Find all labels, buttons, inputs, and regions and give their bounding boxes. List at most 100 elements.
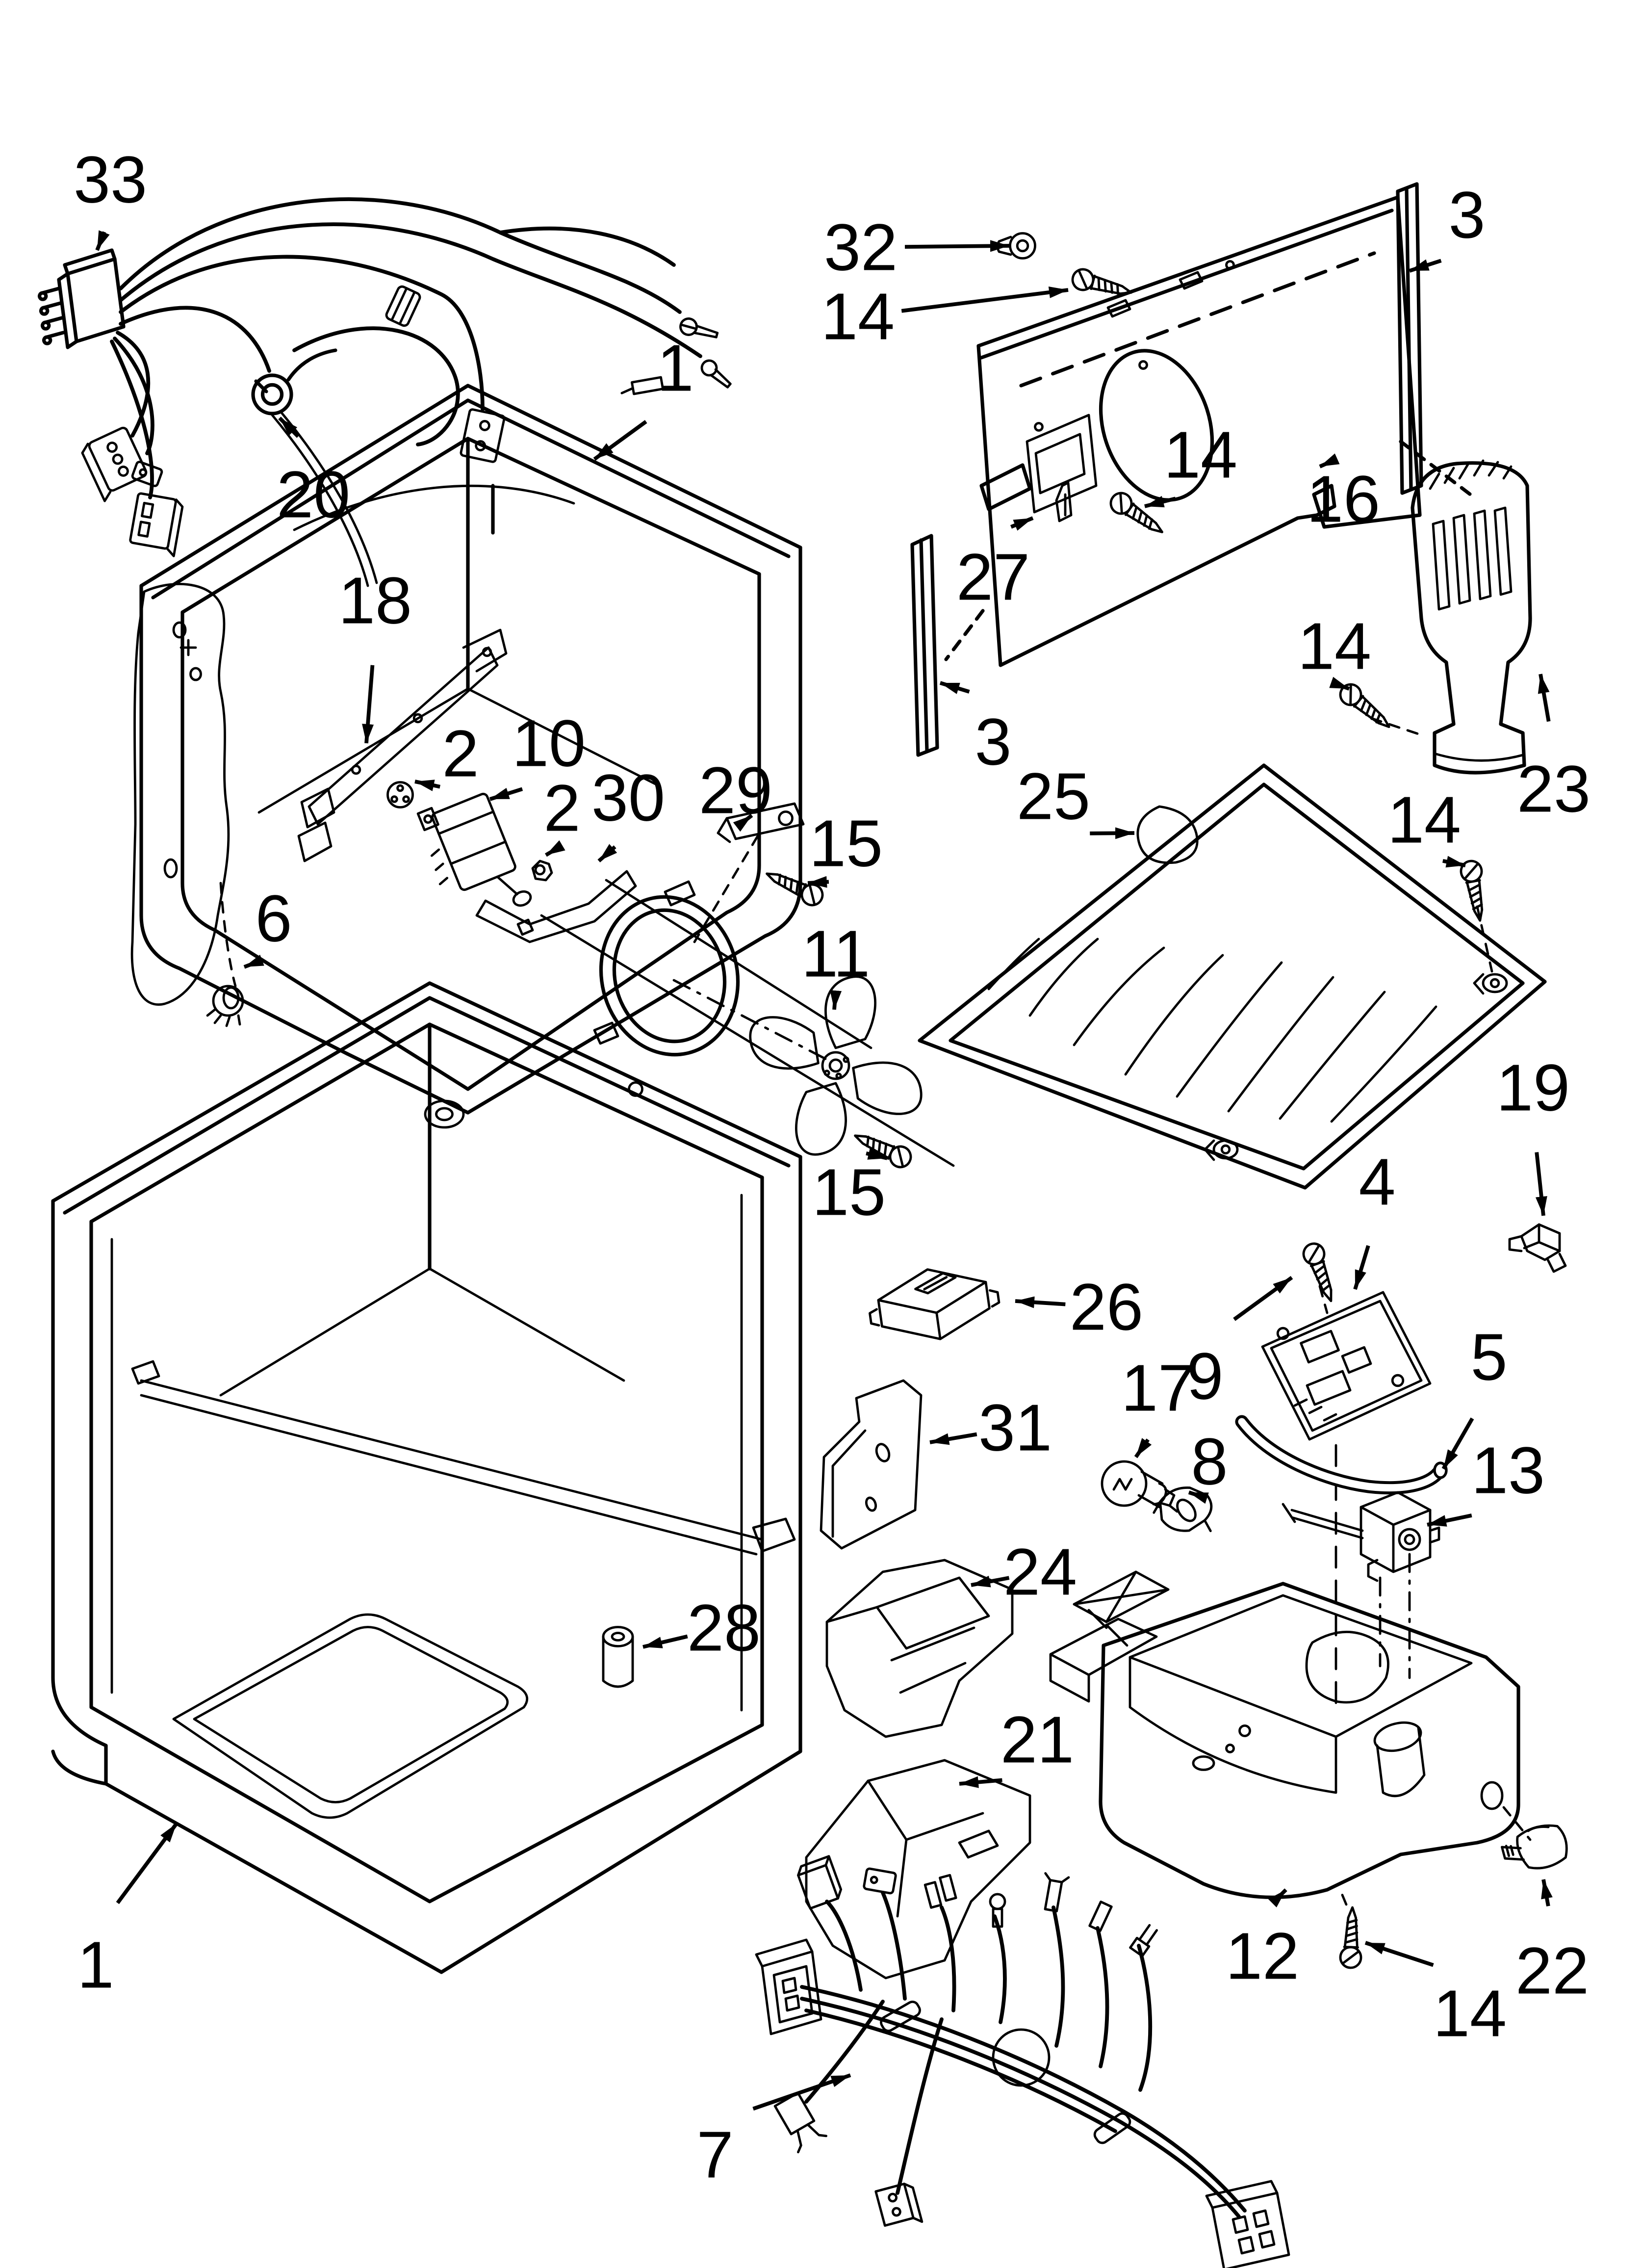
- callout-5-label: 5: [1470, 1320, 1507, 1394]
- crisper-recess: [172, 1613, 529, 1819]
- callout-15a: 15: [807, 807, 883, 888]
- control-console-12: [1049, 1570, 1532, 1900]
- wiring-harness-33: [37, 197, 732, 587]
- harness-wire-into-liner: [271, 411, 378, 587]
- callout-18-label: 18: [338, 564, 412, 638]
- callout-21-label: 21: [1001, 1703, 1074, 1777]
- callout-33: 33: [74, 143, 147, 251]
- fan-axis-line: [672, 979, 834, 1064]
- harness-7-terminals: [797, 1855, 1158, 1957]
- callout-1b-label: 1: [77, 1928, 114, 2002]
- callout-31-arrow: [929, 1432, 977, 1445]
- refrigerator-liner: [51, 981, 802, 1974]
- callout-27-label: 27: [956, 540, 1030, 614]
- fan-shroud-ring: [593, 880, 740, 1057]
- bracket-29: [693, 802, 805, 943]
- callout-14e-arrow: [1364, 1941, 1434, 1967]
- callout-19: 19: [1496, 1051, 1570, 1216]
- callout-19-label: 19: [1496, 1051, 1570, 1125]
- callout-3b: 3: [939, 681, 1012, 779]
- callout-14c: 14: [1298, 609, 1371, 691]
- callout-32-label: 32: [824, 210, 898, 285]
- callout-3a-label: 3: [1448, 178, 1485, 252]
- callout-8-label: 8: [1191, 1425, 1228, 1499]
- callout-20-arrow: [278, 417, 300, 438]
- callout-9: 9: [1186, 1276, 1293, 1413]
- callout-2b-label: 2: [543, 771, 580, 845]
- callout-30: 30: [591, 761, 665, 862]
- callout-16: 16: [1307, 453, 1380, 536]
- callout-12-arrow: [1268, 1888, 1287, 1908]
- callout-18-arrow: [362, 665, 375, 744]
- callout-14e-label: 14: [1433, 1977, 1507, 2051]
- callout-33-arrow: [95, 230, 110, 251]
- callout-9-label: 9: [1186, 1339, 1223, 1413]
- callout-26-label: 26: [1070, 1270, 1143, 1344]
- callout-4-arrow: [1353, 1245, 1370, 1290]
- callout-23-label: 23: [1517, 752, 1591, 826]
- callout-3a: 3: [1409, 178, 1486, 273]
- knob-22: [1501, 1824, 1568, 1870]
- shelf-rail: [131, 1360, 796, 1556]
- small-parts: [602, 1268, 1031, 1980]
- callout-14b-label: 14: [1164, 418, 1237, 492]
- screw-14e: [1340, 1907, 1362, 1968]
- callout-3b-label: 3: [975, 705, 1011, 779]
- callout-30-arrow: [597, 844, 617, 862]
- callout-14c-label: 14: [1298, 609, 1371, 683]
- harness-7-right-connector: [1205, 2180, 1290, 2268]
- control-switch-10: [416, 792, 532, 907]
- callout-1a-arrow: [593, 420, 647, 461]
- access-door-27: [1026, 414, 1098, 522]
- callout-10: 10: [489, 706, 586, 801]
- callout-1a: 1: [593, 331, 694, 461]
- callout-23-arrow: [1538, 674, 1551, 722]
- callout-7-label: 7: [696, 2118, 733, 2192]
- callout-25-arrow: [1090, 827, 1135, 839]
- callout-16-arrow: [1319, 453, 1340, 469]
- callout-10-arrow: [489, 787, 523, 801]
- air-duct-24: [825, 1559, 1014, 1738]
- drain-pan-screw-bosses: [1204, 973, 1508, 1161]
- round-connector-20: [251, 348, 337, 416]
- callout-2b: 2: [543, 771, 581, 857]
- callout-18: 18: [338, 564, 412, 744]
- callout-7: 7: [696, 2073, 851, 2192]
- harness-33-connector-block: [37, 248, 126, 349]
- callout-6-label: 6: [255, 882, 292, 956]
- callout-15b-arrow: [866, 1148, 888, 1160]
- callout-23: 23: [1517, 674, 1591, 826]
- freezer-liner: [130, 384, 802, 1115]
- callout-13-arrow: [1427, 1513, 1472, 1527]
- callout-14d-arrow: [1442, 856, 1466, 868]
- callout-21: 21: [959, 1703, 1074, 1788]
- callout-14a: 14: [821, 280, 1069, 354]
- callout-14b-arrow: [1144, 495, 1176, 508]
- callout-27: 27: [956, 516, 1034, 614]
- harness-7-left-connector: [755, 1938, 822, 2035]
- callout-8-arrow: [1188, 1490, 1209, 1504]
- callout-14a-arrow: [901, 286, 1069, 313]
- freezer-interior-parts: [206, 628, 955, 1171]
- callout-14a-label: 14: [821, 280, 895, 354]
- callout-25-label: 25: [1017, 759, 1090, 834]
- callout-12-label: 12: [1226, 1919, 1299, 1993]
- freezer-back-panel: [130, 583, 237, 1006]
- control-board-group: [1235, 1223, 1567, 1709]
- callout-9-arrow: [1233, 1276, 1293, 1321]
- lamp-group: [1101, 1460, 1213, 1533]
- tube-5: [1235, 1415, 1448, 1495]
- callout-14e: 14: [1364, 1941, 1507, 2051]
- callout-22: 22: [1515, 1879, 1589, 2008]
- clip-19: [1508, 1223, 1567, 1273]
- callout-2a-arrow: [414, 780, 440, 791]
- harness-7-wrap-bands: [880, 2001, 1131, 2144]
- callout-28-label: 28: [687, 1591, 761, 1665]
- callout-15a-label: 15: [809, 807, 883, 881]
- grommet-2a: [386, 781, 414, 808]
- callout-28-arrow: [642, 1634, 688, 1649]
- callout-1b: 1: [77, 1822, 179, 2002]
- light-bulb-17: [1101, 1460, 1179, 1513]
